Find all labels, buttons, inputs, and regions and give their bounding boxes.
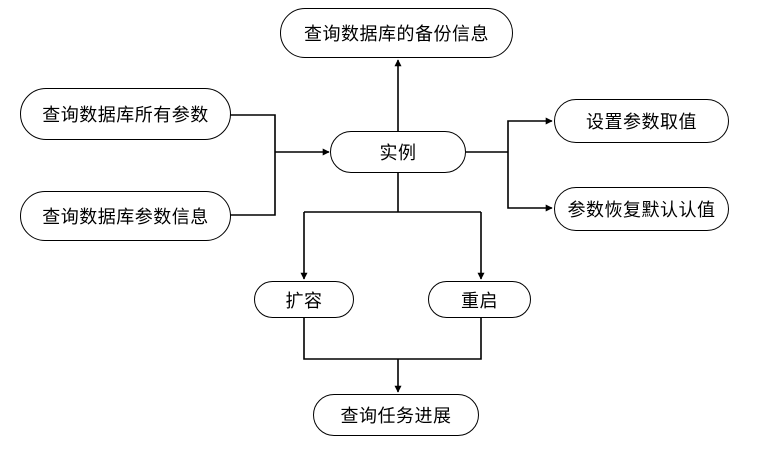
node-task-progress: 查询任务进展 xyxy=(313,394,479,436)
connector-from-scale xyxy=(303,317,398,360)
node-all-params: 查询数据库所有参数 xyxy=(20,88,231,140)
connector-all-params xyxy=(230,114,276,152)
node-restart: 重启 xyxy=(428,281,531,318)
node-param-info: 查询数据库参数信息 xyxy=(20,191,231,241)
connector-param-info xyxy=(230,152,276,216)
node-set-param: 设置参数取值 xyxy=(554,99,729,143)
node-restore-default: 参数恢复默认认值 xyxy=(554,187,729,231)
node-instance: 实例 xyxy=(330,131,466,173)
node-backup-info: 查询数据库的备份信息 xyxy=(280,8,513,58)
connector-to-restore-default xyxy=(507,152,553,212)
connector-from-restart xyxy=(398,317,482,360)
connector-to-set-param xyxy=(507,117,553,152)
node-scale: 扩容 xyxy=(254,281,354,318)
